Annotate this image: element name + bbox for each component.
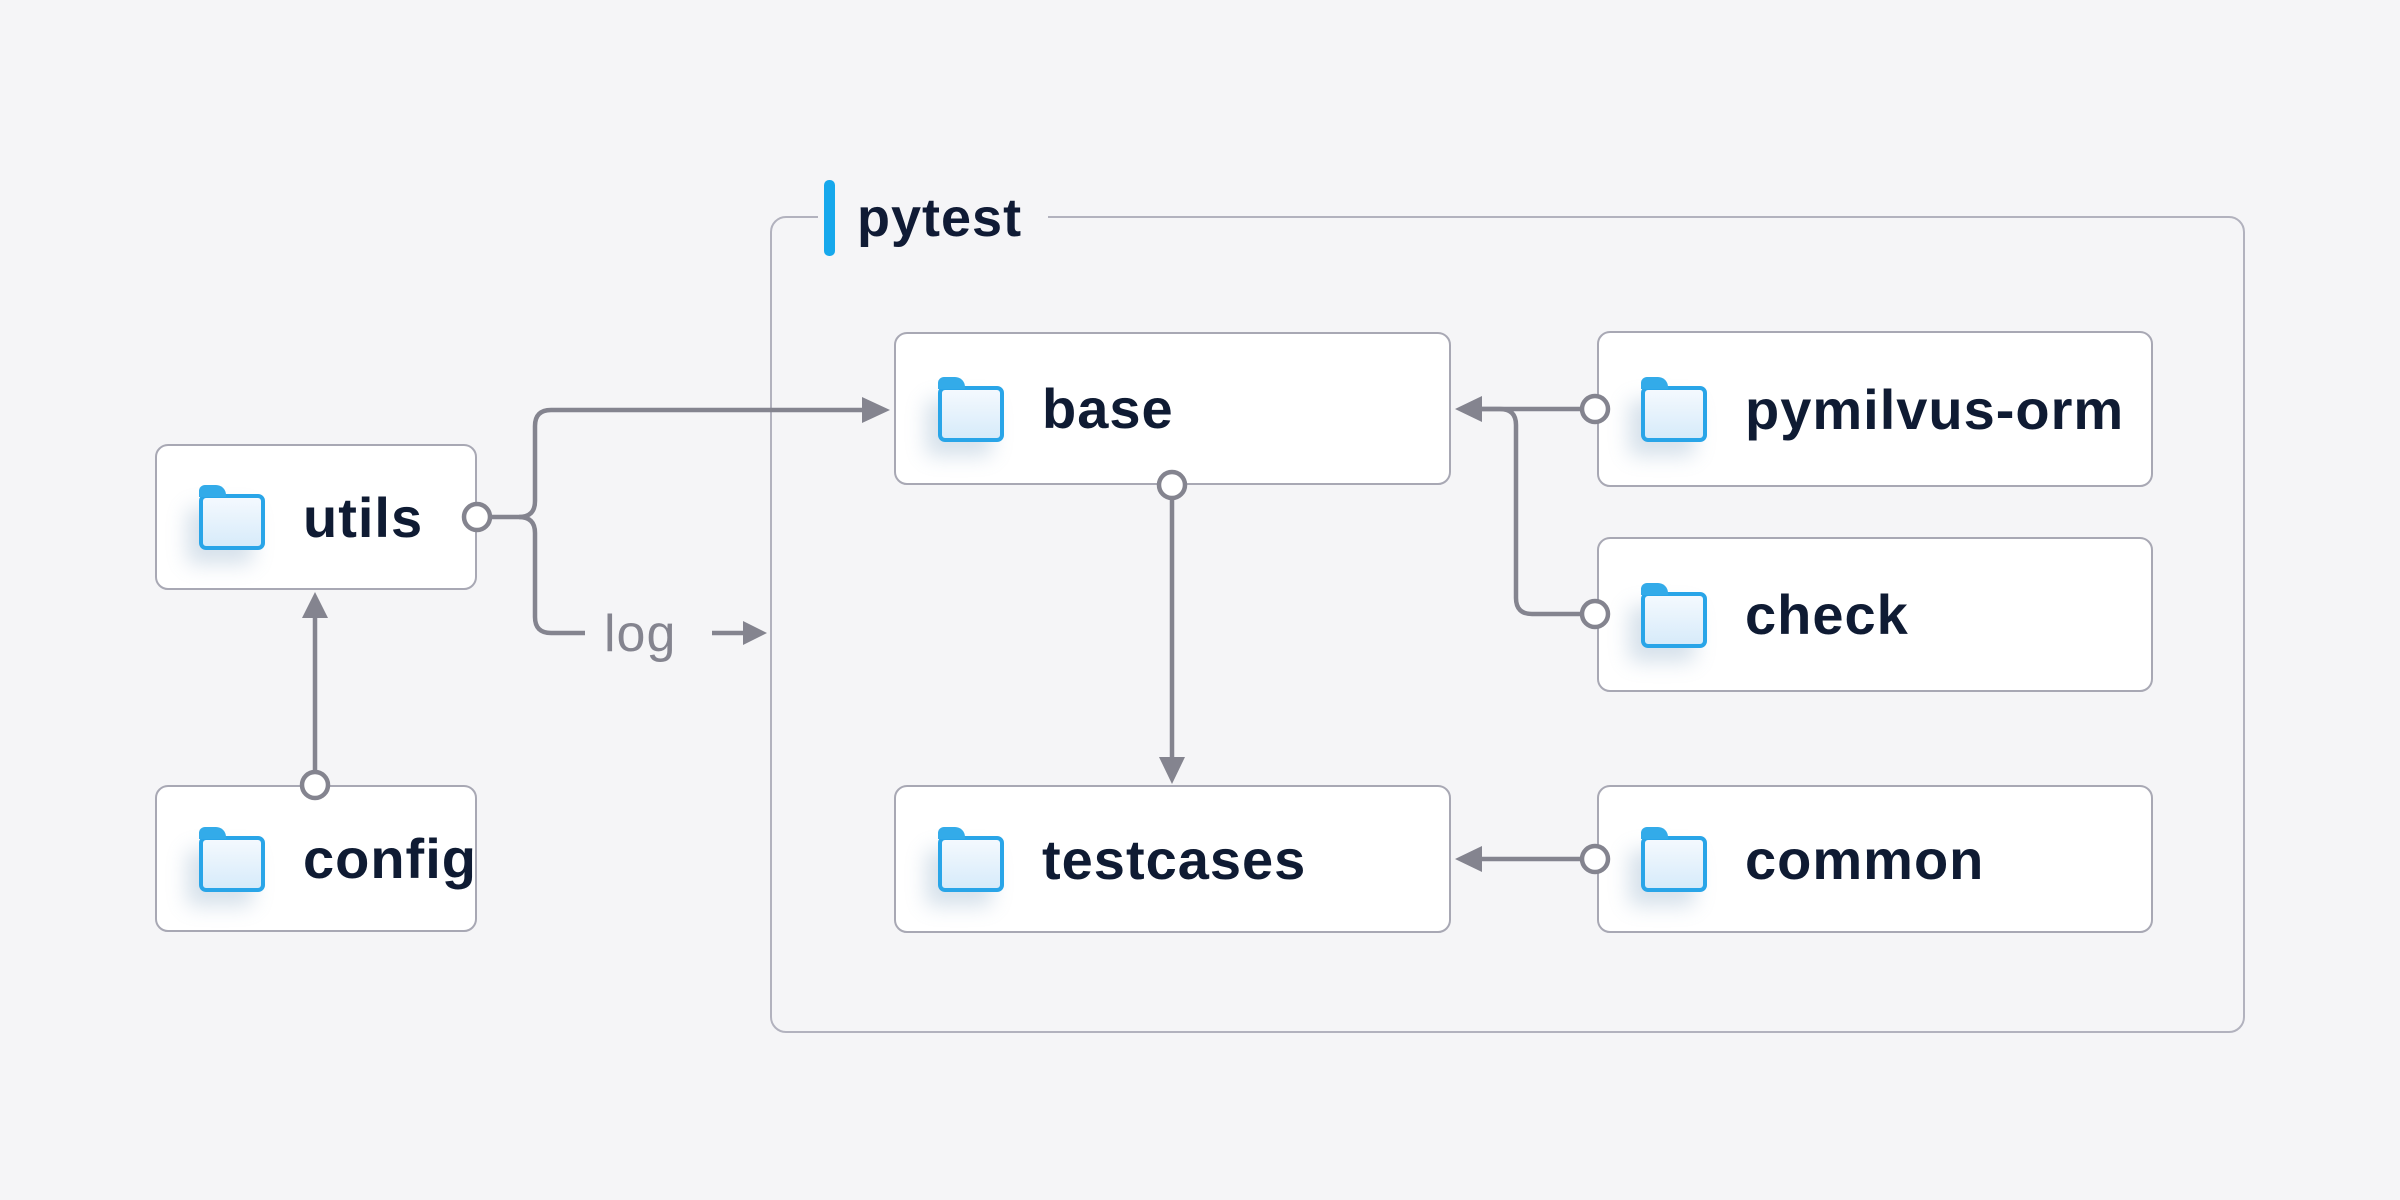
pytest-label: pytest xyxy=(818,178,1049,258)
node-label-testcases: testcases xyxy=(1042,827,1307,891)
node-base: base xyxy=(894,332,1451,485)
node-check: check xyxy=(1597,537,2153,692)
node-label-common: common xyxy=(1745,827,1985,891)
folder-icon xyxy=(1641,827,1707,892)
pytest-title: pytest xyxy=(857,188,1023,248)
edge-config-utils xyxy=(299,592,331,801)
node-utils: utils xyxy=(155,444,477,590)
node-label-utils: utils xyxy=(303,485,424,549)
folder-icon xyxy=(938,827,1004,892)
node-testcases: testcases xyxy=(894,785,1451,933)
pytest-container xyxy=(770,216,2245,1033)
edge-utils-log: log xyxy=(461,501,767,663)
node-label-base: base xyxy=(1042,377,1174,440)
folder-icon xyxy=(199,485,265,550)
node-label-check: check xyxy=(1745,583,1909,646)
log-arrow-icon xyxy=(712,621,767,645)
node-pymilvus-orm: pymilvus-orm xyxy=(1597,331,2153,487)
folder-icon xyxy=(199,826,265,892)
folder-icon xyxy=(1641,377,1707,442)
node-common: common xyxy=(1597,785,2153,933)
folder-icon xyxy=(1641,582,1707,648)
node-config: config xyxy=(155,785,477,932)
node-label-pymilvus-orm: pymilvus-orm xyxy=(1745,377,2125,441)
folder-icon xyxy=(938,376,1004,442)
pytest-accent-bar xyxy=(824,180,835,256)
node-label-config: config xyxy=(303,827,477,890)
log-label: log xyxy=(604,605,676,663)
